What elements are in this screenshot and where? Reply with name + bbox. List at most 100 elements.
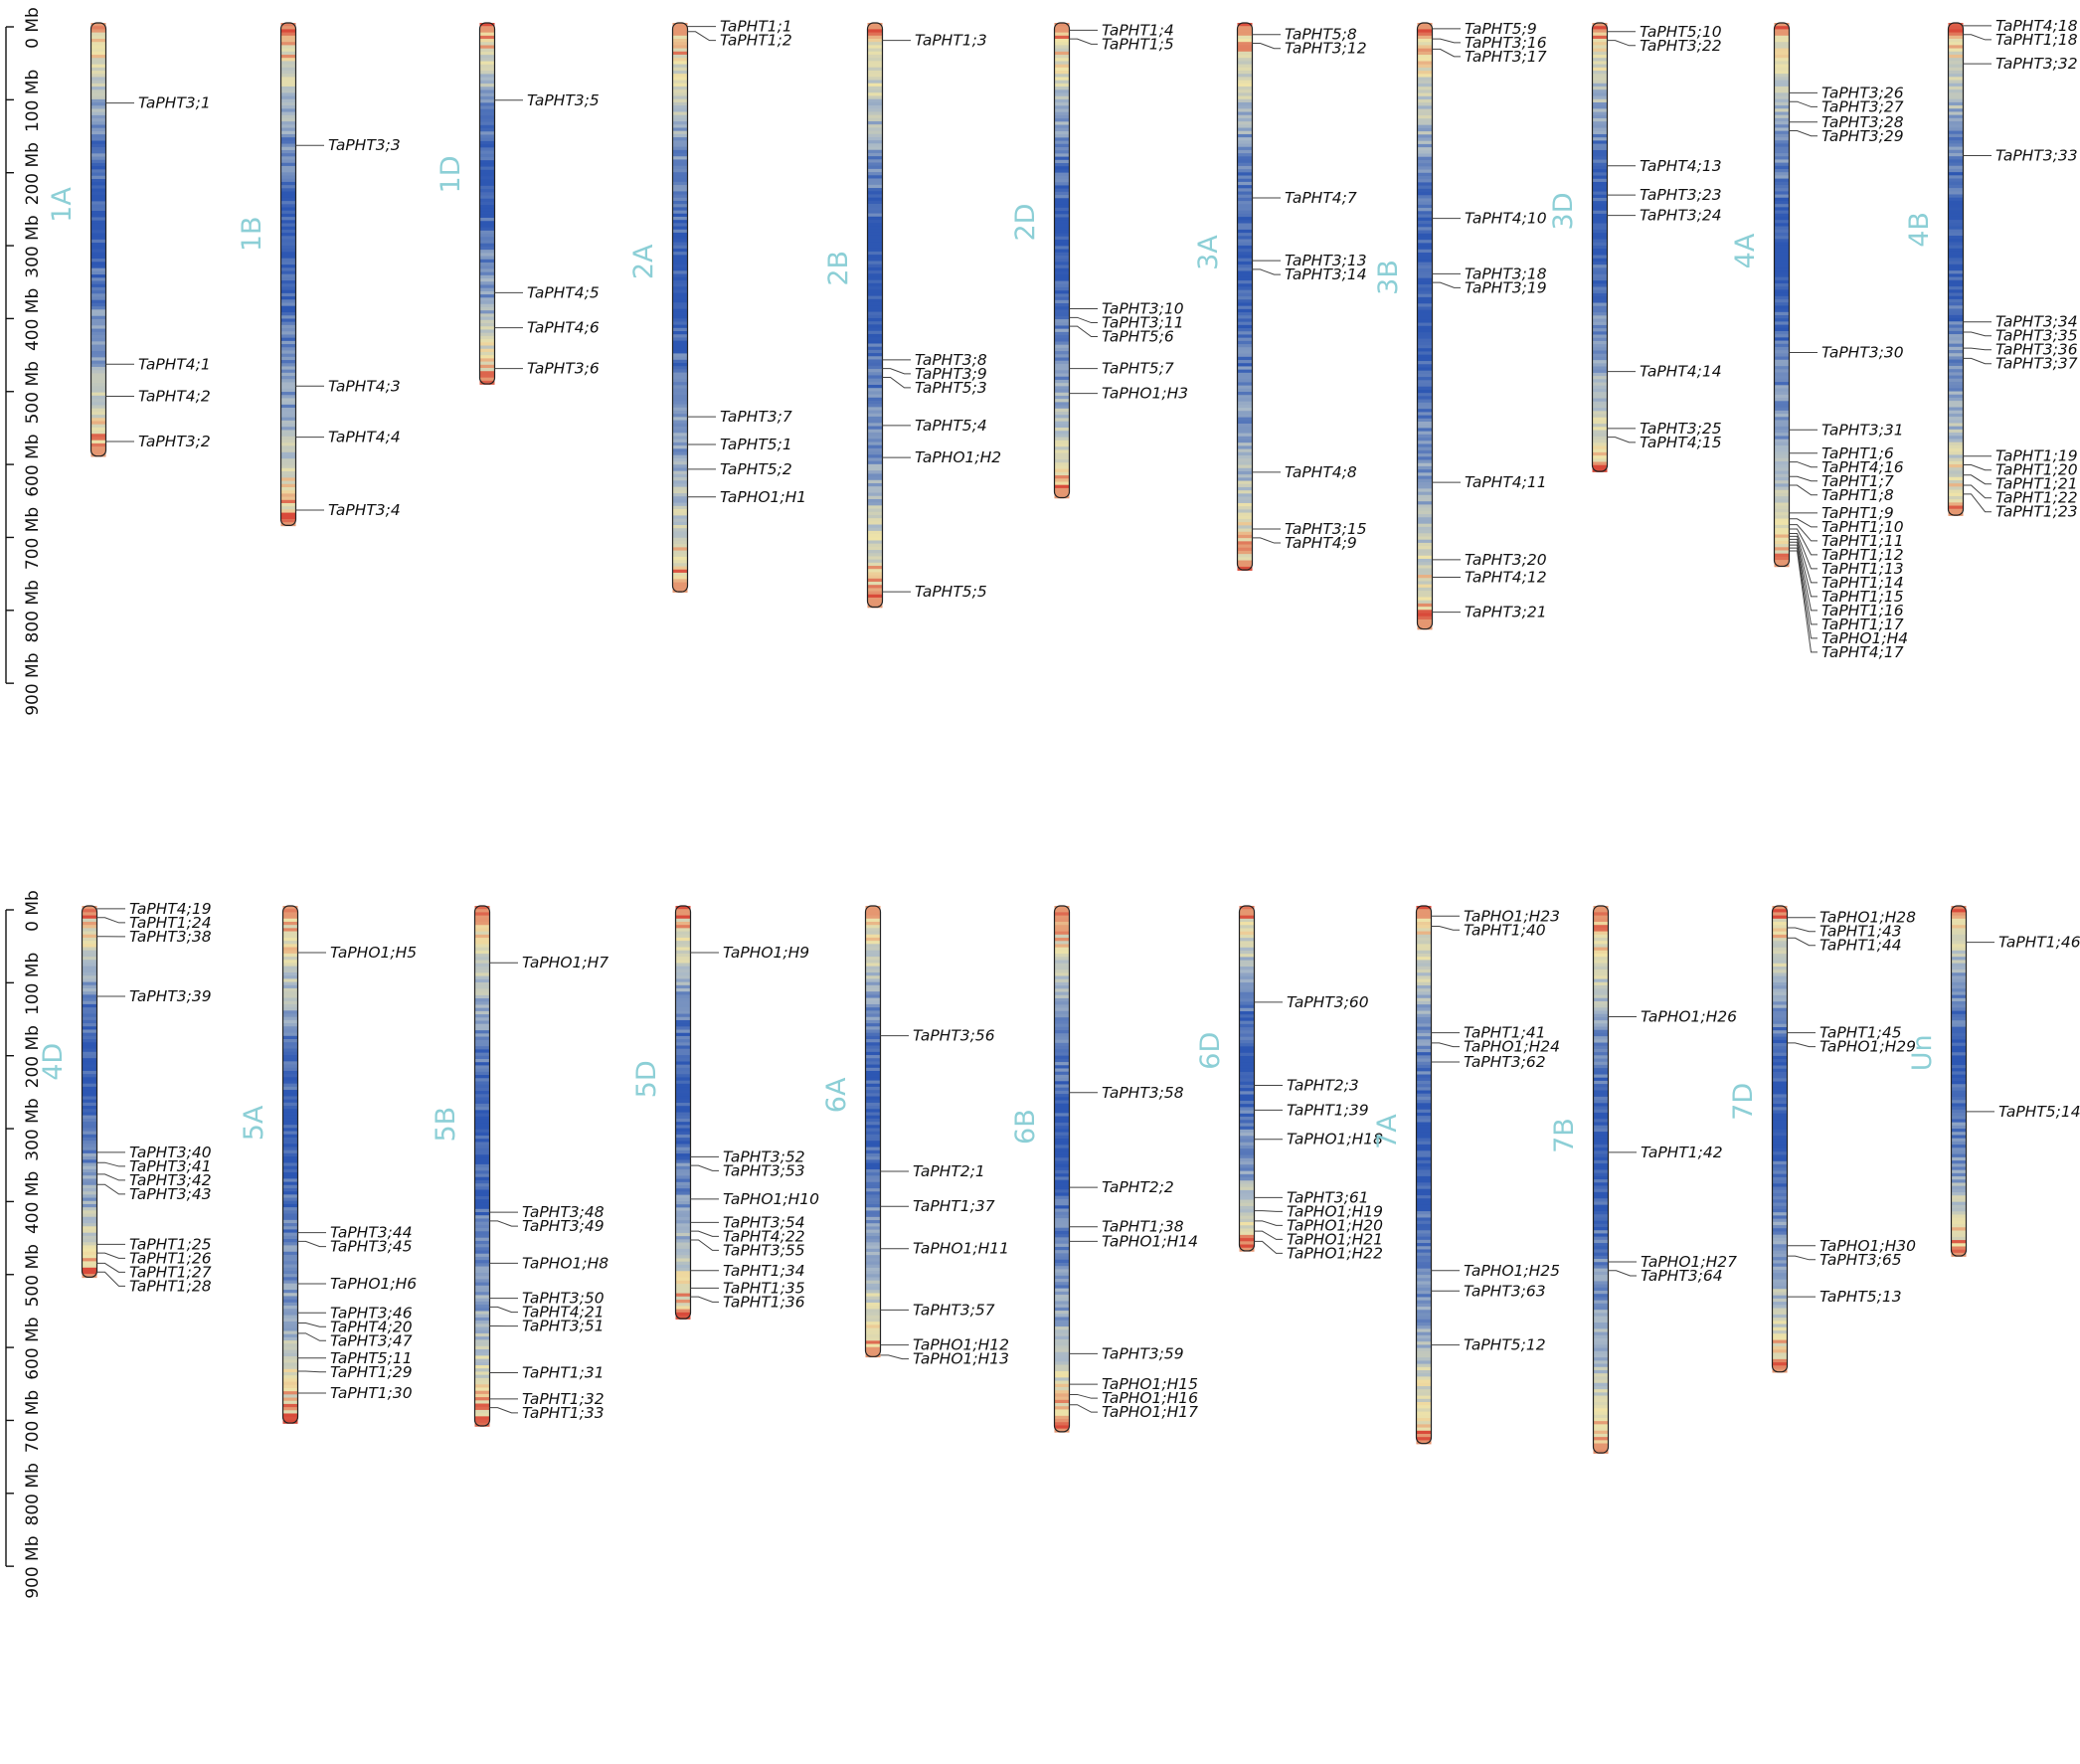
density-band xyxy=(474,1157,490,1162)
density-band xyxy=(479,61,495,66)
density-band xyxy=(867,92,883,97)
density-band xyxy=(1772,998,1788,1003)
density-band xyxy=(90,194,106,200)
density-band xyxy=(865,934,881,939)
density-band xyxy=(675,1175,691,1180)
density-band xyxy=(1237,433,1253,438)
density-band xyxy=(280,467,296,472)
density-band xyxy=(1772,1120,1788,1125)
density-band xyxy=(1948,511,1964,516)
density-band xyxy=(474,1071,490,1076)
density-band xyxy=(1054,1087,1070,1092)
density-band xyxy=(867,537,883,542)
density-band xyxy=(282,1299,298,1304)
density-band xyxy=(90,114,106,119)
gene-label: TaPHT1;42 xyxy=(1641,1144,1723,1161)
density-band xyxy=(1237,130,1253,135)
density-band xyxy=(1237,245,1253,250)
density-band xyxy=(1054,373,1070,378)
gene-leader-line xyxy=(96,1161,125,1167)
density-band xyxy=(1237,312,1253,317)
gene-leader-line xyxy=(1607,40,1636,47)
density-band xyxy=(90,153,106,158)
density-band xyxy=(282,1149,298,1154)
density-band xyxy=(1593,1087,1609,1092)
density-band xyxy=(1774,537,1790,542)
density-band xyxy=(865,972,881,977)
density-band xyxy=(675,960,691,965)
density-band xyxy=(1951,1036,1967,1041)
density-band xyxy=(1237,159,1253,164)
density-band xyxy=(1417,147,1433,152)
density-band xyxy=(1054,354,1070,359)
density-band xyxy=(280,331,296,336)
density-band xyxy=(1592,283,1608,288)
gene-leader-line xyxy=(1254,1220,1283,1226)
density-band xyxy=(1592,83,1608,88)
density-band xyxy=(90,370,106,375)
density-band xyxy=(1416,1297,1432,1302)
gene-label: TaPHT3;53 xyxy=(723,1161,805,1179)
density-band xyxy=(1772,1257,1788,1262)
density-band xyxy=(1237,296,1253,301)
density-band xyxy=(1948,216,1964,221)
density-band xyxy=(1239,1091,1255,1096)
density-band xyxy=(1416,1265,1432,1270)
density-band xyxy=(1239,1039,1255,1044)
density-band xyxy=(1593,978,1609,983)
density-band xyxy=(1948,95,1964,100)
density-band xyxy=(1772,1160,1788,1165)
density-band xyxy=(867,108,883,113)
density-band xyxy=(1592,321,1608,326)
gene-label: TaPHO1;H12 xyxy=(913,1336,1009,1354)
density-band xyxy=(1772,1244,1788,1249)
density-band xyxy=(1593,1023,1609,1028)
density-band xyxy=(672,528,688,533)
density-band xyxy=(280,518,296,523)
density-band xyxy=(1237,220,1253,225)
density-band xyxy=(474,1256,490,1261)
density-band xyxy=(1772,1030,1788,1035)
density-band xyxy=(474,1020,490,1025)
gene-label: TaPHT3;20 xyxy=(1465,551,1547,569)
gene-label: TaPHT3;6 xyxy=(527,360,600,378)
density-band xyxy=(1237,210,1253,215)
density-band xyxy=(1592,229,1608,234)
density-band xyxy=(865,1168,881,1173)
gene-labels: TaPHT3;60TaPHT2;3TaPHT1;39TaPHO1;H18TaPH… xyxy=(1254,993,1383,1262)
chromosome-label: 6B xyxy=(1010,1109,1041,1145)
density-band xyxy=(672,159,688,164)
density-band xyxy=(1416,909,1432,914)
density-band xyxy=(1948,86,1964,90)
density-band xyxy=(1054,386,1070,391)
density-band xyxy=(1416,1128,1432,1133)
density-band xyxy=(672,188,688,193)
density-band xyxy=(1239,944,1255,949)
density-band xyxy=(282,1152,298,1157)
density-band xyxy=(867,67,883,72)
density-band xyxy=(1239,934,1255,939)
density-band xyxy=(865,1051,881,1056)
density-band xyxy=(675,1134,691,1139)
density-band xyxy=(1774,64,1790,69)
density-band xyxy=(1772,1147,1788,1152)
chromosome-label: 6A xyxy=(821,1077,852,1113)
density-band xyxy=(90,217,106,222)
chromosome-label: 5D xyxy=(631,1060,662,1098)
density-band xyxy=(672,207,688,212)
density-band xyxy=(672,436,688,441)
density-band xyxy=(1417,618,1433,623)
density-band xyxy=(675,934,691,939)
density-band xyxy=(1417,568,1433,573)
density-band xyxy=(1774,560,1790,565)
density-band xyxy=(1592,92,1608,97)
density-band xyxy=(867,152,883,157)
density-band xyxy=(865,1258,881,1263)
density-band xyxy=(1417,233,1433,238)
density-band xyxy=(675,1013,691,1018)
density-band xyxy=(1054,127,1070,132)
density-band xyxy=(82,1039,97,1044)
density-band xyxy=(1948,223,1964,228)
density-band xyxy=(1774,407,1790,412)
